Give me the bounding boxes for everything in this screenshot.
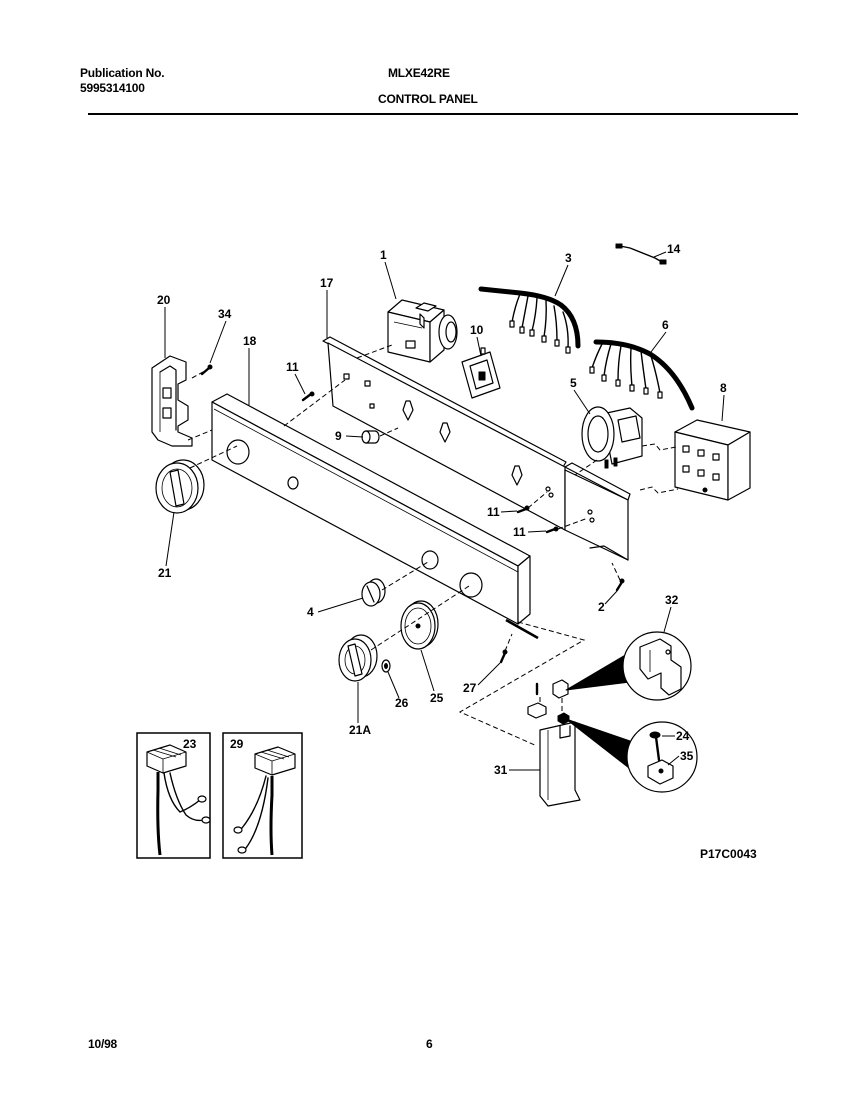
publication-label: Publication No. (80, 66, 165, 80)
callout-label: 5 (570, 376, 577, 390)
part-25-dial-disc (400, 600, 439, 650)
callout-label: 24 (676, 729, 690, 743)
panel-hole (421, 550, 439, 570)
callout-label: 35 (680, 749, 694, 763)
small-bracket (552, 679, 569, 699)
part-1-drawing (387, 299, 458, 363)
callout-label: 17 (320, 276, 334, 290)
assembly-lines (187, 344, 679, 747)
callout-labels: 1 3 14 17 20 34 18 10 6 11 5 8 9 11 11 2… (157, 242, 727, 777)
part-20-drawing (151, 355, 193, 447)
callout-leaders (164, 251, 725, 771)
callout-label: 31 (494, 763, 508, 777)
part-21-control-knob (155, 459, 205, 514)
part-9-drawing (361, 430, 380, 444)
part-31-drawing (539, 721, 581, 807)
panel-hole (287, 476, 299, 490)
part-11-screw (516, 505, 530, 514)
part-2-screw (615, 578, 625, 592)
figure-code: P17C0043 (700, 847, 757, 861)
callout-label: 21 (158, 566, 172, 580)
detail-view-24-35 (565, 718, 698, 793)
callout-label: 9 (335, 429, 342, 443)
callout-label: 10 (470, 323, 484, 337)
section-title: CONTROL PANEL (378, 92, 478, 106)
callout-label: 29 (230, 737, 244, 751)
callout-label: 8 (720, 381, 727, 395)
publication-number: 5995314100 (80, 81, 145, 95)
callout-label: 18 (243, 334, 257, 348)
part-26-washer (381, 659, 391, 673)
part-11-screw (301, 391, 315, 402)
part-17-drawing (322, 336, 631, 561)
callout-label: 3 (565, 251, 572, 265)
detail-view-32 (565, 631, 692, 701)
part-23-harness-box (136, 732, 211, 859)
part-10-drawing (461, 347, 501, 399)
callout-label: 2 (598, 600, 605, 614)
callout-label: 6 (662, 318, 669, 332)
part-18-drawing (211, 393, 539, 640)
callout-label: 34 (218, 307, 232, 321)
footer-date: 10/98 (88, 1037, 118, 1051)
panel-hole (226, 439, 250, 465)
part-29-harness-box (222, 732, 303, 859)
keyhole (511, 465, 523, 486)
panel-hole (459, 572, 483, 598)
callout-label: 21A (349, 723, 371, 737)
callout-label: 32 (665, 593, 679, 607)
part-8-drawing (674, 419, 751, 501)
part-4-control-knob (361, 578, 386, 607)
part-5-drawing (581, 406, 643, 469)
callout-label: 26 (395, 696, 409, 710)
part-14-wire (615, 243, 667, 265)
part-6-wire-harness (589, 339, 695, 411)
part-27-screw (499, 649, 508, 664)
callout-label: 25 (430, 691, 444, 705)
small-block (527, 702, 547, 719)
part-11-screw (545, 526, 559, 534)
small-clip (557, 712, 570, 725)
keyhole (402, 400, 414, 421)
callout-label: 14 (667, 242, 681, 256)
callout-label: 27 (463, 681, 477, 695)
page-number: 6 (426, 1037, 433, 1051)
callout-label: 11 (286, 360, 299, 374)
part-34-screw (200, 364, 213, 376)
callout-label: 11 (487, 505, 500, 519)
model-number: MLXE42RE (388, 66, 450, 80)
callout-label: 4 (307, 605, 314, 619)
callout-label: 23 (183, 737, 197, 751)
keyhole (439, 422, 451, 443)
part-3-wire-harness (478, 286, 581, 354)
callout-label: 20 (157, 293, 171, 307)
callout-label: 1 (380, 248, 387, 262)
header-rule (88, 113, 798, 115)
callout-label: 11 (513, 525, 526, 539)
part-21A-control-knob (338, 634, 378, 682)
